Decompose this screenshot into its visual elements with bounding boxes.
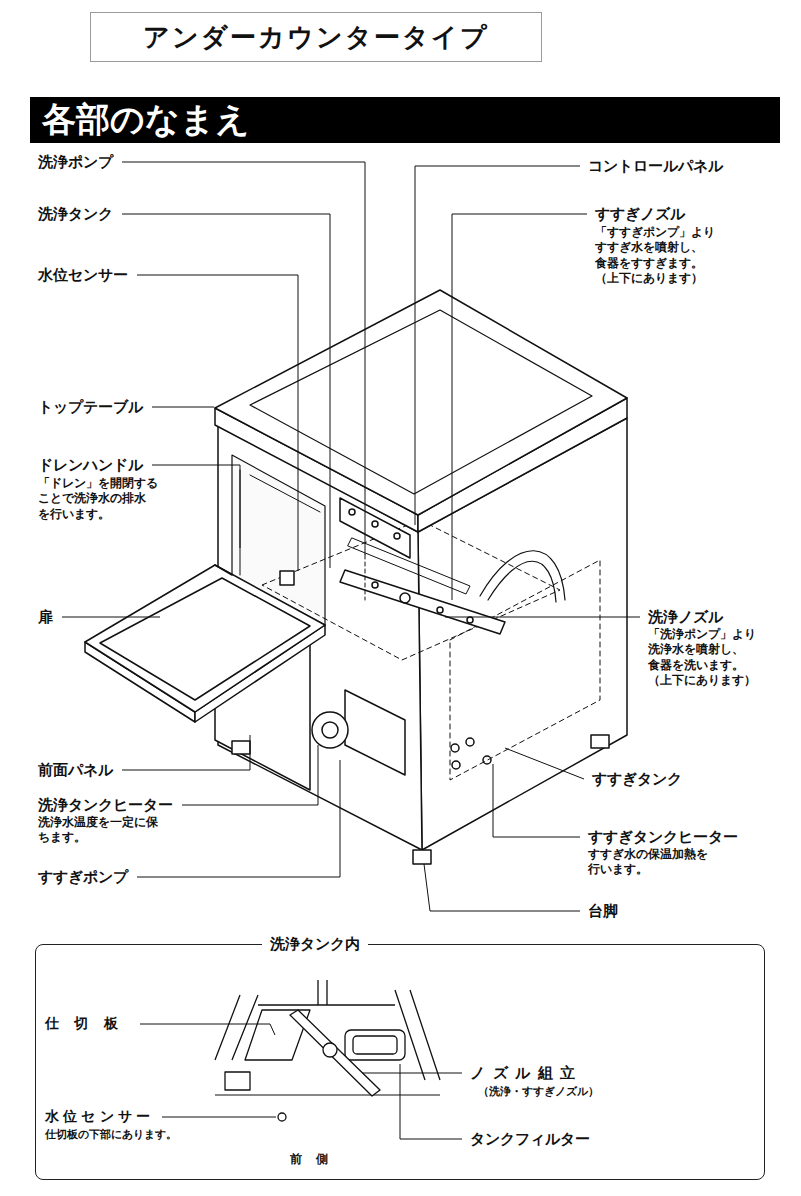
part-description: （洗浄・すすぎノズル） [478,1085,599,1098]
part-label: 洗浄タンクヒーター [38,796,173,814]
part-label: すすぎタンク [592,770,682,788]
part-label: 洗浄ポンプ [38,153,113,171]
inset-heading: 洗浄タンク内 [262,934,368,954]
inset-box: 洗浄タンク内 [35,944,765,1180]
part-label: すすぎポンプ [38,868,128,886]
band-text: 各部のなまえ [42,97,250,143]
part-label: 洗浄ノズル [648,608,723,626]
part-label: トップテーブル [38,398,143,416]
part-label: 仕切板 [45,1015,133,1032]
part-label: 台脚 [588,902,618,920]
part-description: 洗浄水温度を一定に保 ちます。 [38,815,164,846]
part-label: すすぎノズル [595,205,685,223]
part-label: 水位センサー [38,266,128,284]
part-description: 「ドレン」を開閉する ことで洗浄水の排水 を行います。 [38,476,164,522]
part-description: 「すすぎポンプ」より すすぎ水を噴射し、 食器をすすぎます。 （上下にあります） [595,225,721,286]
part-description: 「洗浄ポンプ」より 洗浄水を噴射し、 食器を洗います。 （上下にあります） [648,627,762,688]
orientation-label: 前側 [290,1152,343,1166]
part-label: コントロールパネル [588,157,723,175]
part-label: ドレンハンドル [38,456,143,474]
title-box: アンダーカウンタータイプ [90,12,542,62]
title-text: アンダーカウンタータイプ [143,20,490,55]
part-label: タンクフィルター [470,1130,590,1148]
part-description: 仕切板の下部にあります。 [45,1128,177,1141]
part-label: 洗浄タンク [38,205,113,223]
part-label: 前面パネル [38,761,113,779]
part-label: ノズル組立 [470,1064,583,1082]
part-description: すすぎ水の保温加熱を 行います。 [588,847,714,878]
part-label: 水位センサー [45,1108,154,1125]
section-band: 各部のなまえ [30,97,780,143]
part-label: 扉 [38,608,53,626]
part-label: すすぎタンクヒーター [588,828,738,846]
